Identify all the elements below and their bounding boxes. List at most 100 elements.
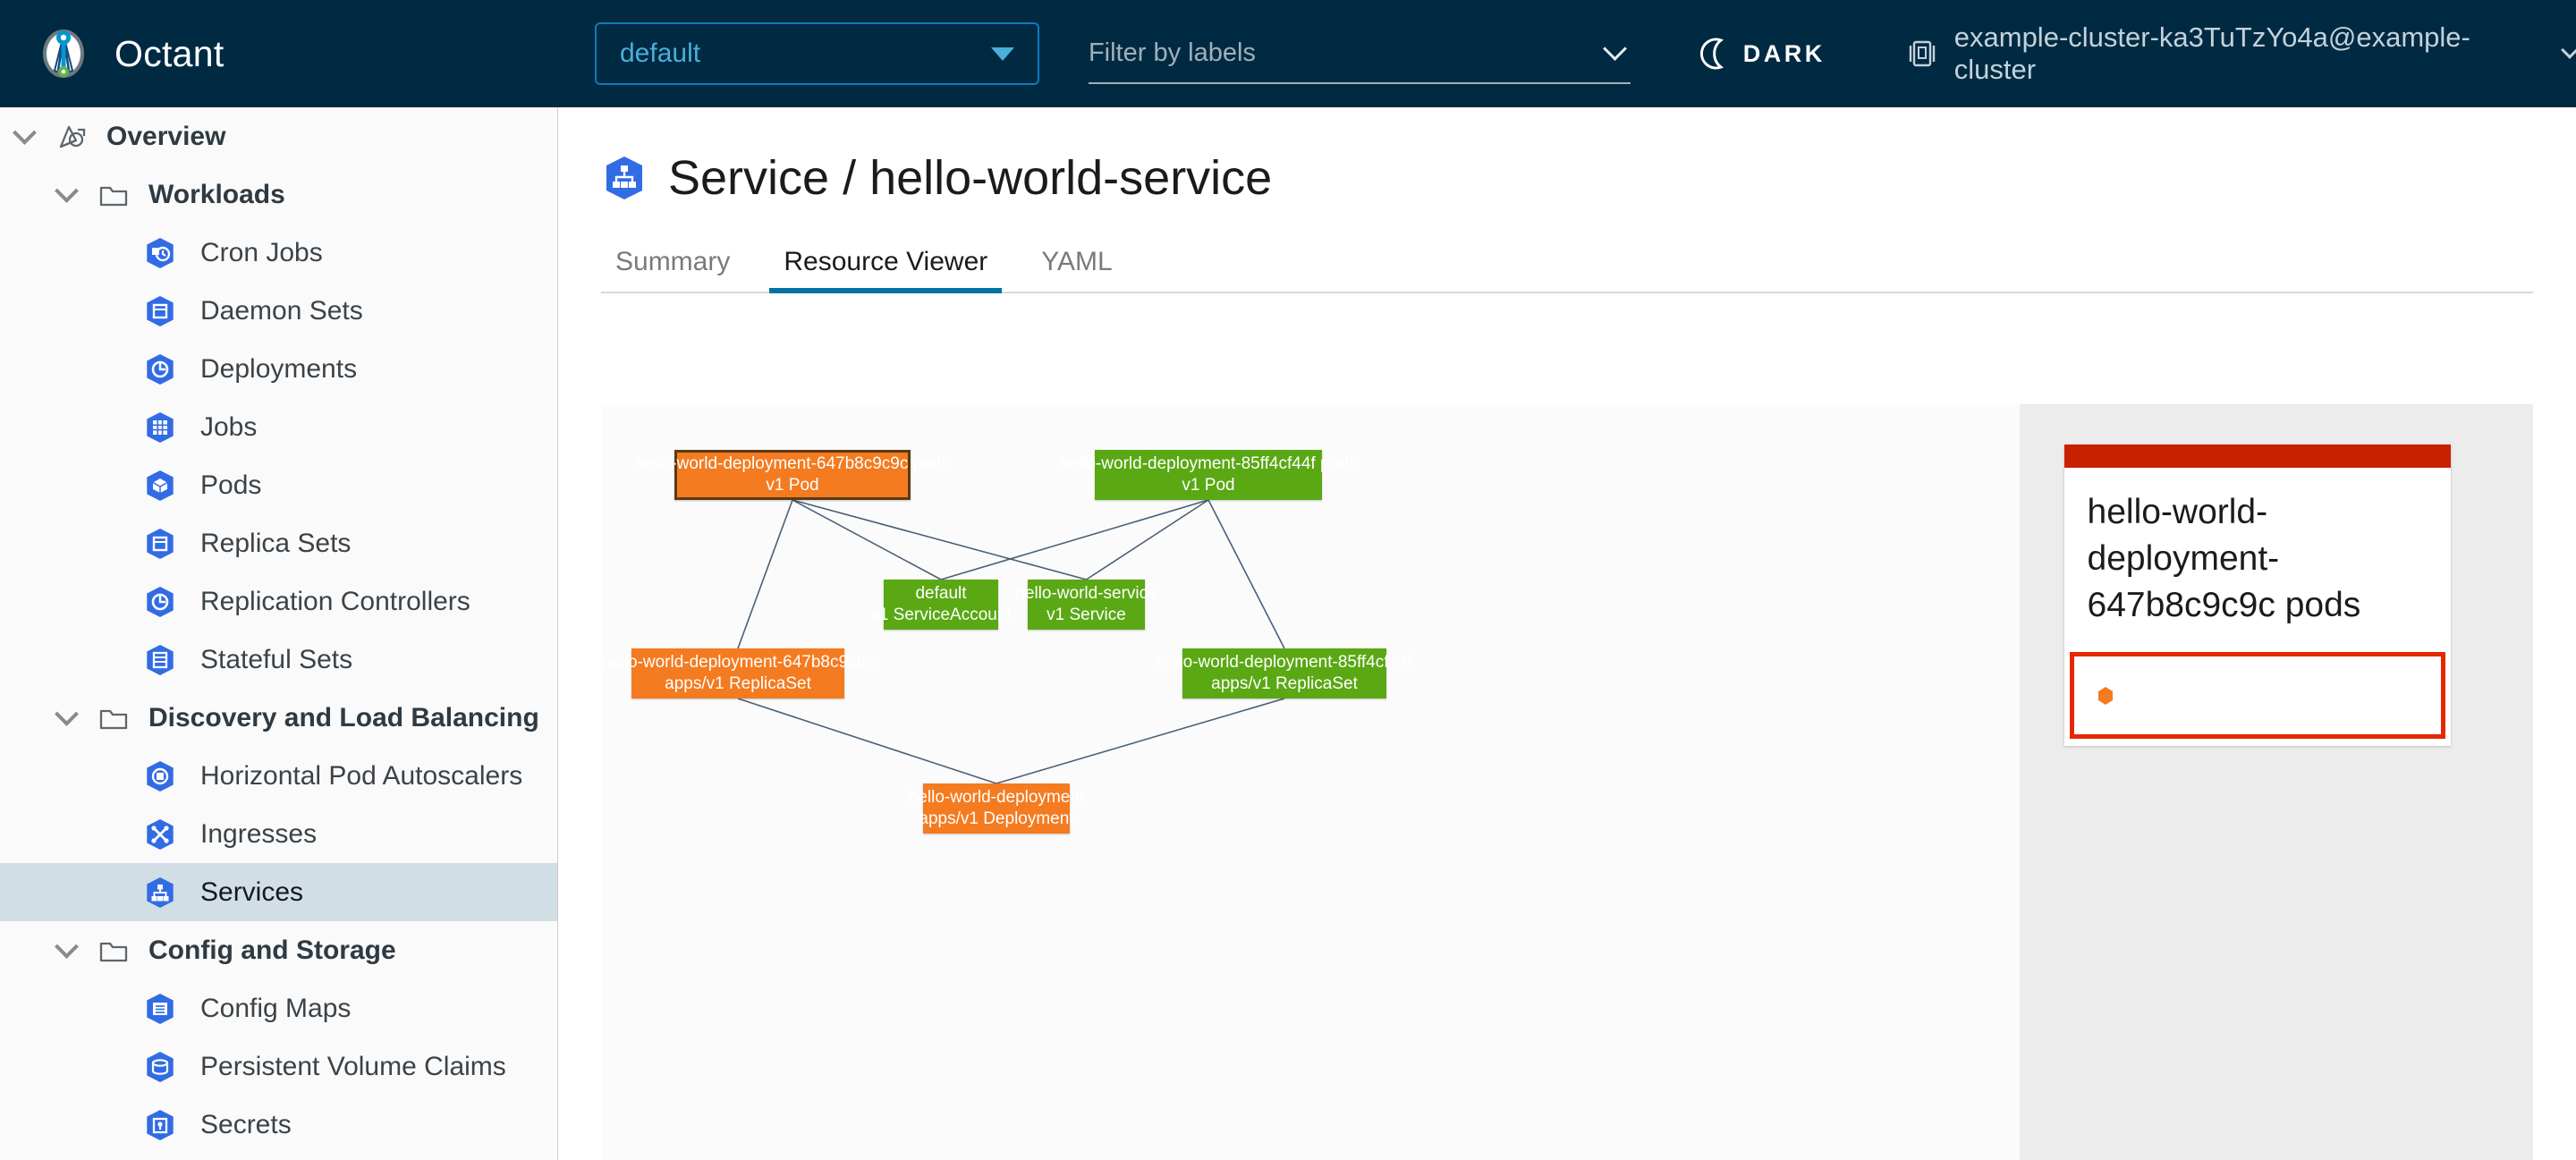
dark-theme-toggle[interactable]: DARK	[1698, 37, 1826, 71]
pvc-icon	[143, 1050, 177, 1084]
sidebar-item-label: Config Maps	[200, 993, 352, 1023]
selected-node-card[interactable]: hello-world-deployment-647b8c9c9c pods	[2063, 445, 2451, 746]
graph-edges	[737, 499, 1285, 784]
sidebar-item-persistent-volume-claims[interactable]: Persistent Volume Claims	[0, 1037, 557, 1096]
deployments-icon	[143, 352, 177, 386]
app-header: Octant default Filter by labels DARK exa…	[0, 0, 2576, 107]
sidebar-item-daemon-sets[interactable]: Daemon Sets	[0, 282, 557, 340]
sidebar-item-config-and-storage[interactable]: Config and Storage	[0, 921, 557, 979]
graph-node-name: hello-world-service	[1015, 584, 1157, 603]
sidebar-item-label: Deployments	[200, 353, 358, 384]
graph-edge	[737, 499, 793, 649]
sidebar-item-jobs[interactable]: Jobs	[0, 398, 557, 456]
card-status-bar	[2063, 445, 2451, 468]
folder-icon	[98, 703, 129, 733]
chevron-down-icon[interactable]	[55, 934, 79, 959]
graph-edge	[996, 698, 1285, 784]
sidebar-item-label: Secrets	[200, 1109, 292, 1139]
chevron-down-icon	[2561, 41, 2576, 59]
sidebar-item-replica-sets[interactable]: Replica Sets	[0, 514, 557, 572]
sidebar-item-ingresses[interactable]: Ingresses	[0, 805, 557, 863]
sidebar-item-services[interactable]: Services	[0, 863, 557, 921]
graph-node-name: hello-world-deployment-647b8c9c9c pods	[635, 454, 950, 473]
label-filter-input[interactable]: Filter by labels	[1088, 23, 1631, 84]
jobs-icon	[143, 411, 177, 445]
sidebar-item-horizontal-pod-autoscalers[interactable]: Horizontal Pod Autoscalers	[0, 747, 557, 805]
graph-node-svc-hw[interactable]: hello-world-service v1 Service	[1015, 580, 1157, 630]
brand[interactable]: Octant	[0, 26, 555, 81]
sidebar-item-config-maps[interactable]: Config Maps	[0, 979, 557, 1037]
namespace-value: default	[620, 38, 701, 68]
sidebar-item-label: Jobs	[200, 411, 258, 442]
sidebar-item-pods[interactable]: Pods	[0, 456, 557, 514]
cluster-icon	[1906, 38, 1938, 70]
graph-node-name: hello-world-deployment-85ff4cf44f	[1157, 653, 1412, 672]
sidebar-item-secrets[interactable]: Secrets	[0, 1096, 557, 1154]
graph-node-name: hello-world-deployment-647b8c9c9c	[601, 653, 875, 672]
daemon-sets-icon	[143, 294, 177, 328]
graph-node-rs-647[interactable]: hello-world-deployment-647b8c9c9c apps/v1…	[601, 648, 875, 699]
sidebar-item-label: Stateful Sets	[200, 644, 353, 674]
brand-name: Octant	[114, 32, 225, 74]
graph-edge	[737, 698, 997, 784]
resource-viewer: hello-world-deployment-647b8c9c9c pods v1…	[601, 404, 2533, 1160]
tab-resource-viewer[interactable]: Resource Viewer	[769, 247, 1003, 293]
graph-node-kind: v1 Service	[1046, 605, 1126, 624]
folder-icon	[98, 180, 129, 210]
tab-summary[interactable]: Summary	[615, 247, 731, 276]
card-status-box[interactable]	[2069, 652, 2445, 739]
sidebar-item-deployments[interactable]: Deployments	[0, 340, 557, 398]
namespace-selector[interactable]: default	[595, 22, 1039, 85]
graph-node-kind: apps/v1 ReplicaSet	[665, 674, 811, 693]
chevron-down-icon[interactable]	[13, 120, 37, 145]
graph-edge	[792, 499, 1087, 580]
sidebar-item-cron-jobs[interactable]: Cron Jobs	[0, 224, 557, 282]
sidebar-item-label: Replication Controllers	[200, 586, 470, 616]
sidebar-item-workloads[interactable]: Workloads	[0, 165, 557, 224]
sidebar-item-discovery-and-load-balancing[interactable]: Discovery and Load Balancing	[0, 689, 557, 747]
graph-node-kind: apps/v1 Deployment	[919, 809, 1074, 828]
chevron-down-icon[interactable]	[55, 178, 79, 203]
sidebar-item-label: Cron Jobs	[200, 237, 323, 267]
graph-edge	[792, 499, 942, 580]
chevron-down-icon[interactable]	[55, 701, 79, 726]
replication-controllers-icon	[143, 585, 177, 619]
graph-node-kind: apps/v1 ReplicaSet	[1211, 674, 1358, 693]
sidebar-item-label: Horizontal Pod Autoscalers	[200, 760, 523, 791]
graph-node-name: hello-world-deployment	[908, 788, 1085, 807]
graph-node-pod-647[interactable]: hello-world-deployment-647b8c9c9c pods v1…	[635, 450, 950, 500]
cluster-context-selector[interactable]: example-cluster-ka3TuTzYo4a@example-clus…	[1906, 21, 2576, 86]
dark-theme-label: DARK	[1742, 39, 1826, 67]
graph-node-rs-85ff[interactable]: hello-world-deployment-85ff4cf44f apps/v1…	[1157, 648, 1412, 699]
sidebar-item-stateful-sets[interactable]: Stateful Sets	[0, 631, 557, 689]
graph-edge	[1086, 499, 1209, 580]
sidebar-item-replication-controllers[interactable]: Replication Controllers	[0, 572, 557, 631]
resource-graph-canvas[interactable]: hello-world-deployment-647b8c9c9c pods v1…	[601, 404, 2020, 1160]
hpa-icon	[143, 759, 177, 793]
graph-edge	[940, 499, 1209, 580]
cluster-context-name: example-cluster-ka3TuTzYo4a@example-clus…	[1953, 21, 2470, 85]
sidebar-item-overview[interactable]: Overview	[0, 107, 557, 165]
graph-node-name: default	[915, 584, 967, 603]
pods-icon	[143, 469, 177, 503]
graph-edge	[1208, 499, 1285, 649]
tab-yaml[interactable]: YAML	[1041, 247, 1113, 276]
services-icon	[143, 876, 177, 910]
sidebar-item-label: Pods	[200, 470, 262, 500]
graph-node-kind: v1 Pod	[766, 476, 819, 495]
sidebar-item-label: Discovery and Load Balancing	[148, 702, 539, 732]
services-icon	[601, 155, 648, 201]
chevron-down-icon[interactable]	[1602, 36, 1627, 61]
stateful-sets-icon	[143, 643, 177, 677]
page-title-text: Service / hello-world-service	[668, 151, 1273, 205]
detail-tabs[interactable]: Summary Resource Viewer YAML	[601, 238, 2533, 293]
cron-jobs-icon	[143, 236, 177, 270]
replica-sets-icon	[143, 527, 177, 561]
sidebar-item-label: Persistent Volume Claims	[200, 1051, 506, 1081]
graph-node-deploy-hw[interactable]: hello-world-deployment apps/v1 Deployment	[909, 783, 1084, 834]
folder-icon	[98, 936, 129, 966]
graph-node-kind: v1 Pod	[1182, 476, 1235, 495]
